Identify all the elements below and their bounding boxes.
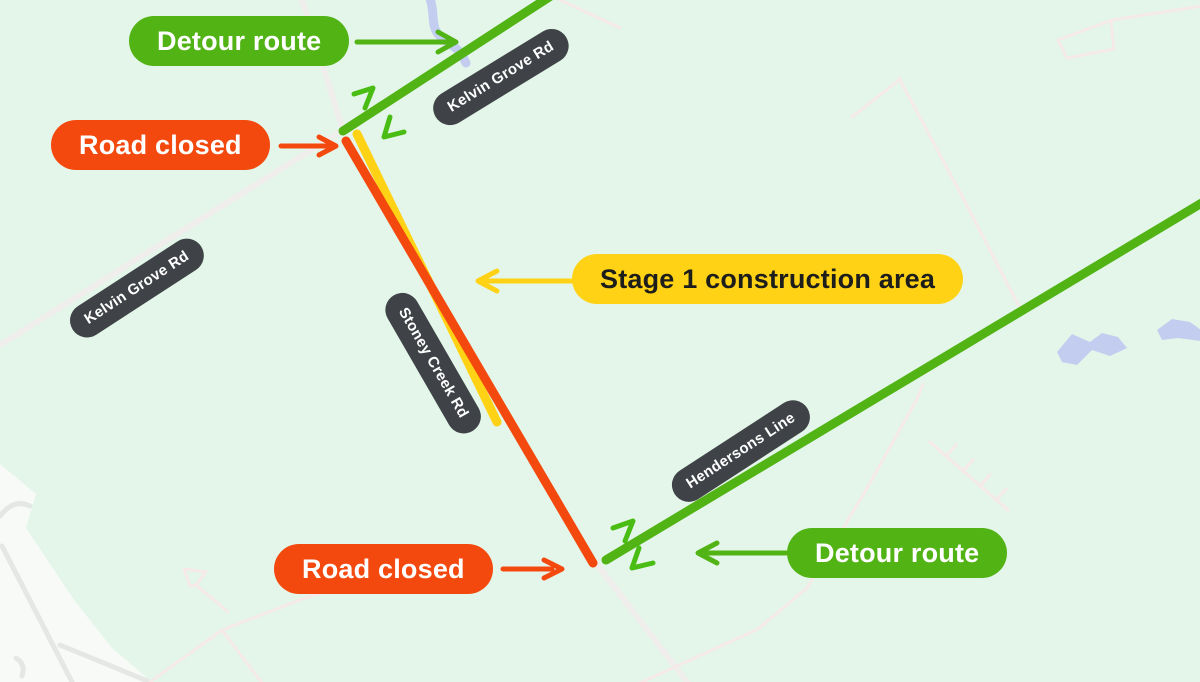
detour-top-arrow-icon	[354, 29, 459, 55]
chevron-northeast-icon	[610, 518, 636, 544]
construction-arrow-icon	[475, 268, 575, 294]
stage1-construction-callout: Stage 1 construction area	[572, 254, 964, 304]
detour-route-line-kelvin-grove	[338, 0, 553, 136]
detour-route-line-hendersons	[601, 198, 1200, 565]
road-closed-bottom-arrow-icon	[500, 557, 565, 581]
road-closed-top-arrow-icon	[278, 134, 339, 158]
urban-minor-roads	[0, 501, 153, 682]
chevron-southwest-icon	[629, 545, 656, 571]
faint-minor-roads	[148, 0, 1200, 682]
road-closed-bottom-callout: Road closed	[274, 544, 493, 594]
detour-route-bottom-callout: Detour route	[787, 528, 1008, 578]
detour-bottom-arrow-icon	[695, 540, 789, 566]
water-bodies	[1057, 319, 1200, 365]
detour-route-top-callout: Detour route	[129, 16, 350, 66]
urban-area-shape	[0, 464, 152, 682]
chevron-southwest-icon	[381, 114, 407, 140]
chevron-northeast-icon	[351, 85, 376, 111]
closed-road-line-stoney-creek	[341, 136, 598, 568]
road-closed-top-callout: Road closed	[51, 120, 270, 170]
